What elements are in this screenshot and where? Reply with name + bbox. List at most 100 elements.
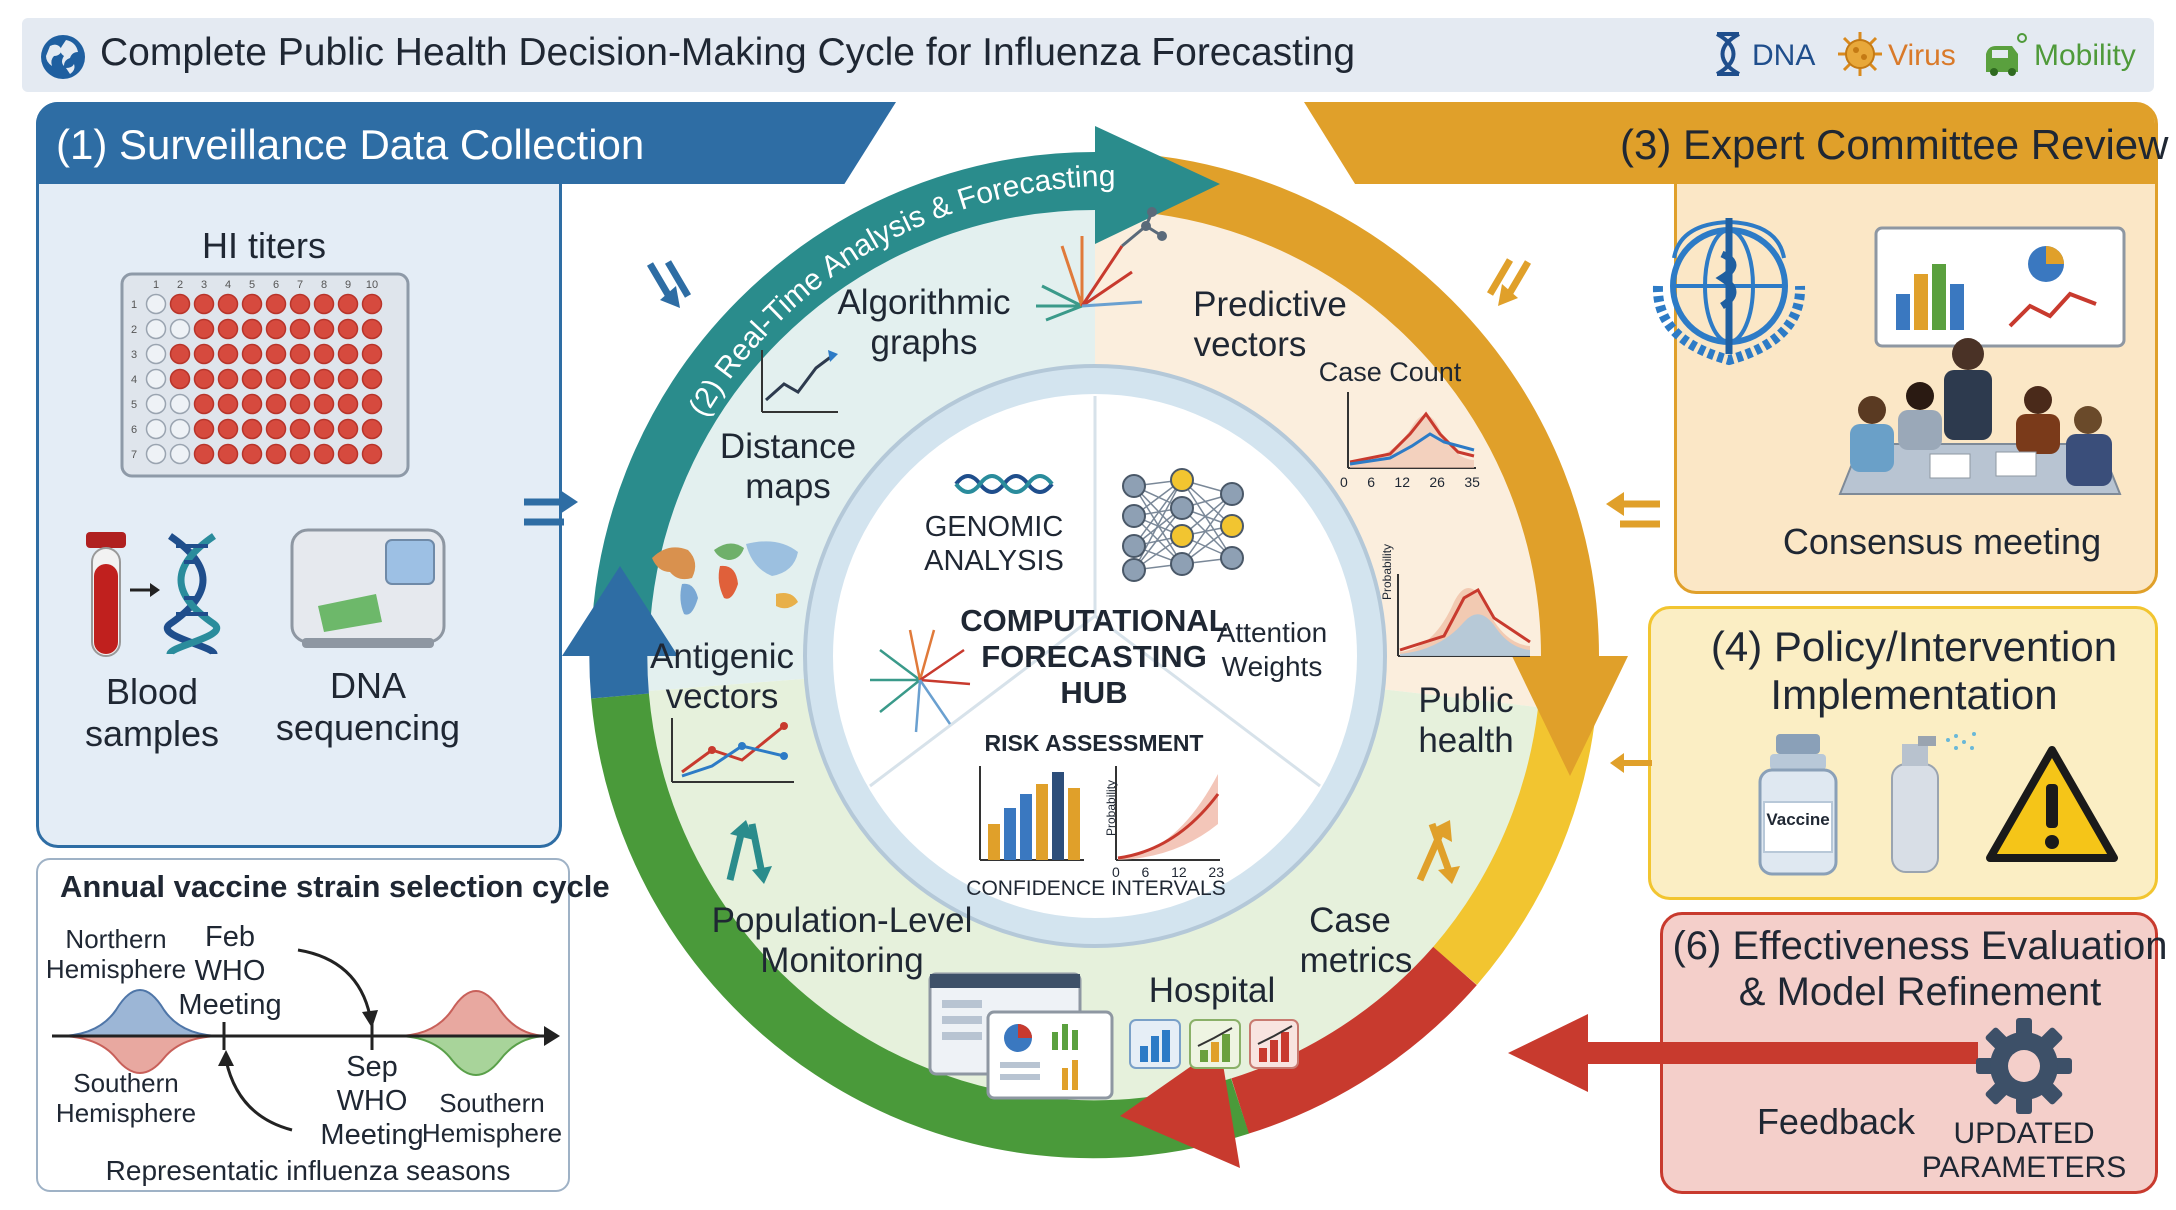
population-monitoring-1: Population-Level xyxy=(711,901,973,940)
plate-well xyxy=(145,443,167,465)
plate-well xyxy=(289,293,311,315)
input-arrows-left xyxy=(524,490,578,526)
legend-virus-label: Virus xyxy=(1888,39,1956,72)
blood-tube-icon xyxy=(86,532,126,657)
stage-4-title-2: Implementation xyxy=(1770,671,2058,718)
expert-header xyxy=(1304,102,2155,184)
plate-well xyxy=(193,368,215,390)
plate-well xyxy=(337,293,359,315)
arrowhead-evaluation xyxy=(1120,1046,1240,1168)
title-bar xyxy=(22,18,2154,92)
case-count-axis: 0 6 12 26 35 xyxy=(1340,474,1480,491)
predictive-vectors-2: vectors xyxy=(1193,325,1307,364)
plate-well xyxy=(337,343,359,365)
distance-maps-1: Distance xyxy=(719,427,857,466)
plate-column-label: 3 xyxy=(201,279,207,291)
plate-well xyxy=(241,393,263,415)
hub-prob-ticks: 0 6 12 23 xyxy=(1112,864,1224,881)
plate-column-label: 10 xyxy=(366,279,378,291)
plate-row-label: 5 xyxy=(131,399,137,411)
plate-column-label: 1 xyxy=(153,279,159,291)
attention-weights-1: Attention xyxy=(1216,617,1328,648)
confidence-intervals-label: CONFIDENCE INTERVALS xyxy=(966,877,1226,900)
stage-4-title-1: (4) Policy/Intervention xyxy=(1710,623,2118,670)
arc-monitoring xyxy=(591,693,1249,1159)
monitoring-exchange-arrows xyxy=(726,820,772,884)
plate-well xyxy=(361,443,383,465)
plate-well xyxy=(169,418,191,440)
surveillance-header xyxy=(36,102,896,184)
world-map-icon xyxy=(652,541,798,615)
input-arrows-top-left xyxy=(646,260,692,308)
plate-well xyxy=(361,343,383,365)
plate-well xyxy=(313,293,335,315)
plate-well xyxy=(145,293,167,315)
plate-well xyxy=(337,418,359,440)
dna-icon xyxy=(1715,32,1741,76)
plate-well xyxy=(169,318,191,340)
plate-well xyxy=(193,318,215,340)
plate-well xyxy=(217,368,239,390)
antigenic-vectors-2: vectors xyxy=(665,677,779,716)
algorithmic-graphs-2: graphs xyxy=(870,323,978,362)
plate-well xyxy=(169,343,191,365)
arc-evaluation xyxy=(1231,946,1477,1134)
nn-node xyxy=(1122,504,1146,528)
plate-well xyxy=(313,393,335,415)
legend-mobility-label: Mobility xyxy=(2034,39,2136,72)
stage-6-title-1: (6) Effectiveness Evaluation xyxy=(1672,924,2168,968)
plate-well xyxy=(217,343,239,365)
nn-edge xyxy=(1181,479,1233,559)
plate-well xyxy=(265,368,287,390)
hospital-charts xyxy=(1129,1019,1299,1069)
genomic-analysis-2: ANALYSIS xyxy=(924,545,1064,577)
plate-well xyxy=(241,343,263,365)
virus-icon xyxy=(1838,32,1882,76)
nn-node xyxy=(1170,552,1194,576)
sep-meeting-label: Meeting xyxy=(320,1119,424,1151)
plate-well xyxy=(193,393,215,415)
plate-column-label: 8 xyxy=(321,279,327,291)
plate-well xyxy=(289,418,311,440)
plate-column-label: 6 xyxy=(273,279,279,291)
plate-row-label: 7 xyxy=(131,449,137,461)
plate-well xyxy=(265,418,287,440)
plate-well xyxy=(265,393,287,415)
plate-well xyxy=(289,443,311,465)
plate-well xyxy=(217,293,239,315)
plate-column-label: 9 xyxy=(345,279,351,291)
feedback-label: Feedback xyxy=(1756,1101,1916,1142)
plate-row-label: 6 xyxy=(131,424,137,436)
hi-titers-label: HI titers xyxy=(201,225,327,266)
plate-well xyxy=(169,368,191,390)
plate-well xyxy=(169,443,191,465)
sep-label: Sep xyxy=(346,1051,398,1083)
nn-node xyxy=(1220,514,1244,538)
plate-well xyxy=(289,393,311,415)
who-emblem-icon xyxy=(1652,218,1806,366)
plate-well xyxy=(217,418,239,440)
case-tick: 12 xyxy=(1394,474,1410,490)
nn-edge xyxy=(1133,479,1183,547)
blood-label-1: Blood xyxy=(105,671,199,712)
spray-bottle-icon xyxy=(1891,732,1976,873)
vaccine-vial-label: Vaccine xyxy=(1766,810,1830,829)
plate-well xyxy=(193,418,215,440)
nn-node xyxy=(1122,558,1146,582)
feb-meeting-label: Meeting xyxy=(178,989,282,1021)
hub-phylogenetic-icon xyxy=(870,629,971,733)
case-count-chart xyxy=(1347,392,1476,469)
nn-node xyxy=(1220,546,1244,570)
trend-chart-icon xyxy=(761,350,838,413)
public-health-1: Public xyxy=(1418,681,1514,720)
plate-column-label: 5 xyxy=(249,279,255,291)
southern-left-2: Hemisphere xyxy=(55,1098,197,1128)
nn-node xyxy=(1122,474,1146,498)
plate-well xyxy=(337,318,359,340)
antigenic-vectors-1: Antigenic xyxy=(650,637,794,676)
plate-well xyxy=(313,418,335,440)
hospital-label: Hospital xyxy=(1148,971,1276,1010)
prob-tick: 12 xyxy=(1171,864,1187,880)
arrowhead-expert xyxy=(1512,656,1628,776)
